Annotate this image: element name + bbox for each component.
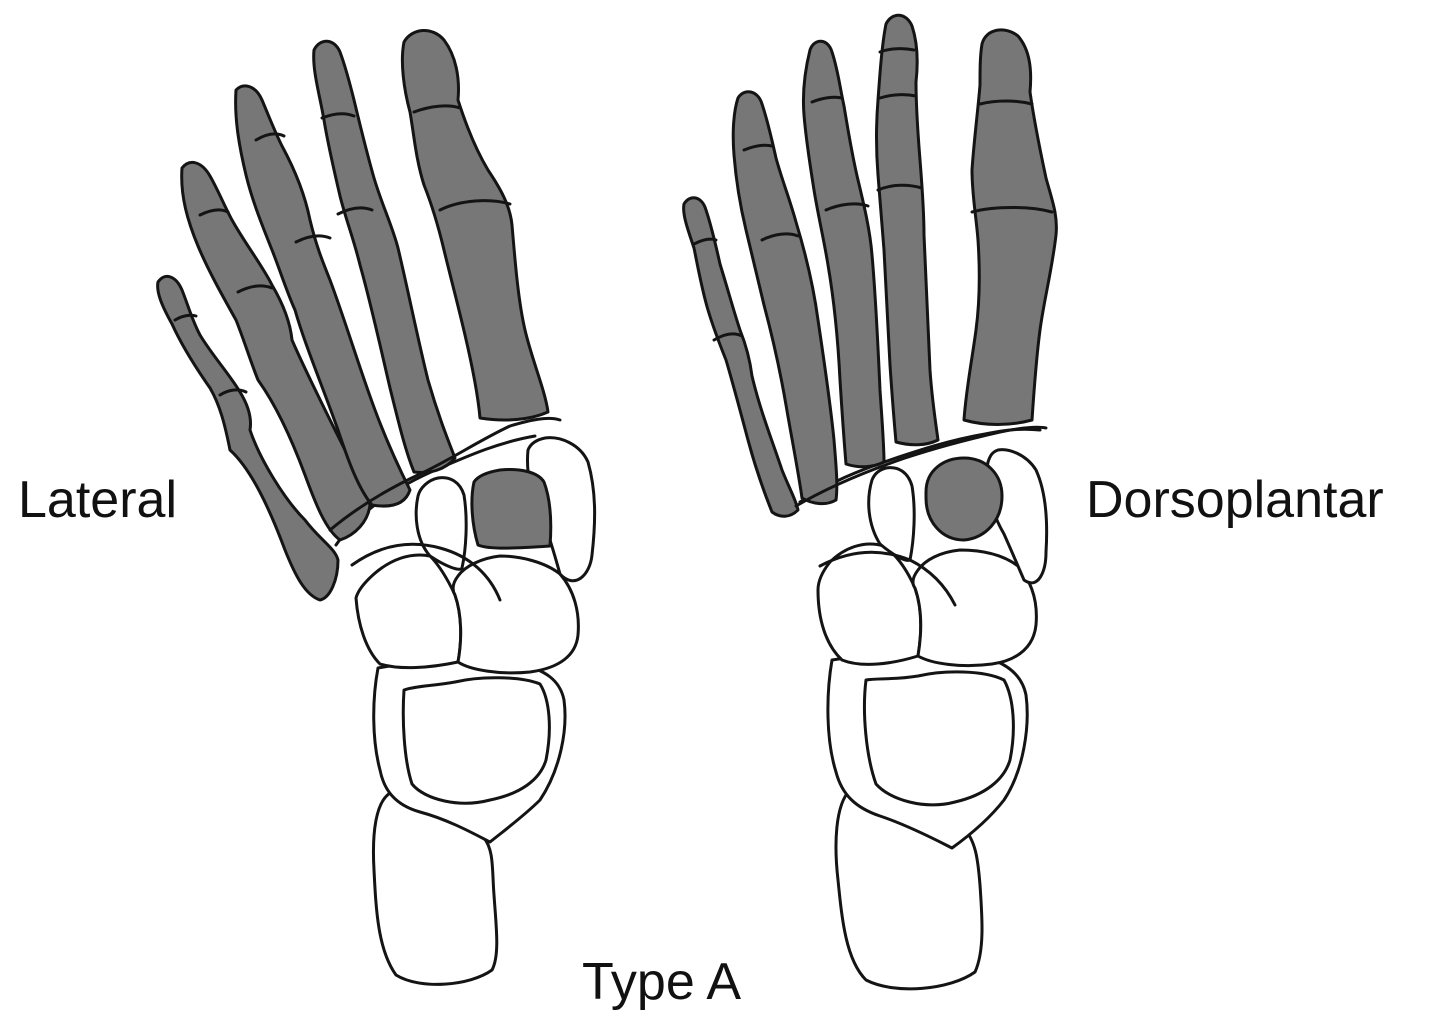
lateral-talus-body xyxy=(403,678,549,803)
dp-toe-2 xyxy=(877,15,939,445)
dp-cuneiform-2-shaded xyxy=(926,458,1002,540)
dp-navicular xyxy=(818,544,921,664)
dorsoplantar-foot-view xyxy=(684,15,1057,989)
dp-toe-1-hallux xyxy=(964,30,1056,425)
lateral-cuneiform-2-shaded xyxy=(472,470,551,549)
figure-caption: Type A xyxy=(582,956,741,1008)
lateral-view-label: Lateral xyxy=(18,474,177,526)
dp-talus-body xyxy=(864,672,1013,805)
lateral-foot-view xyxy=(158,30,595,984)
lateral-navicular xyxy=(356,555,461,668)
dorsoplantar-view-label: Dorsoplantar xyxy=(1086,474,1384,526)
